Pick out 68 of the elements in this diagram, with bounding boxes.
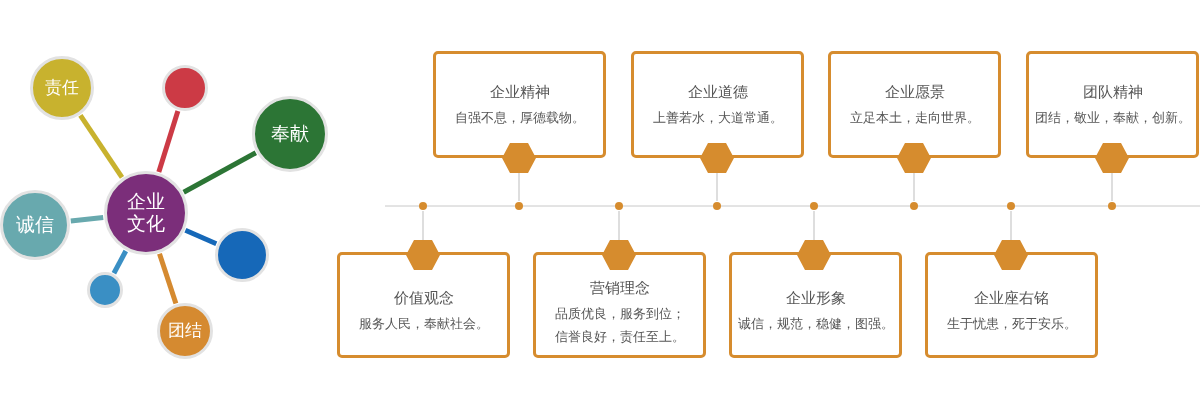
- hexagon-marker: [700, 143, 734, 173]
- topic-circle: [157, 303, 213, 359]
- spoke-line: [184, 227, 218, 247]
- card-title: 营销理念: [588, 278, 651, 298]
- info-card: [533, 252, 706, 358]
- circle: [162, 65, 208, 111]
- card-text: 服务人民，奉献社会。: [357, 315, 490, 333]
- info-card: [925, 252, 1098, 358]
- timeline-dot: [1108, 202, 1116, 210]
- hexagon-marker: [602, 240, 636, 270]
- timeline-dot: [615, 202, 623, 210]
- hub-circle: [104, 171, 188, 255]
- topic-circle: [252, 96, 328, 172]
- connector-line: [1111, 172, 1113, 202]
- info-card: [631, 51, 804, 158]
- info-card: [828, 51, 1001, 158]
- timeline-dot: [810, 202, 818, 210]
- timeline-dot: [713, 202, 721, 210]
- card-title: 企业精神: [488, 82, 551, 102]
- circle-label: 诚信: [16, 214, 54, 236]
- connector-line: [913, 172, 915, 202]
- info-card: [337, 252, 510, 358]
- timeline-dot: [515, 202, 523, 210]
- spoke-line: [111, 249, 128, 275]
- card-title: 企业道德: [686, 82, 749, 102]
- card-title: 团队精神: [1081, 82, 1144, 102]
- card-title: 价值观念: [392, 288, 455, 308]
- timeline-dot: [910, 202, 918, 210]
- connector-line: [618, 210, 620, 241]
- card-text: 自强不息，厚德载物。: [453, 109, 586, 127]
- hexagon-marker: [502, 143, 536, 173]
- spoke-line: [156, 110, 181, 173]
- circle: [215, 228, 269, 282]
- card-text: 生于忧患，死于安乐。: [945, 315, 1078, 333]
- spoke-line: [78, 114, 125, 179]
- timeline-dot: [419, 202, 427, 210]
- spoke-line: [157, 253, 179, 305]
- circle-label: 企业文化: [126, 191, 166, 235]
- spoke-line: [182, 150, 257, 195]
- card-text: 诚信，规范，稳健，图强。: [736, 315, 895, 333]
- circle-label: 团结: [168, 321, 202, 341]
- card-text: 上善若水，大道常通。: [651, 109, 784, 127]
- card-text: 品质优良，服务到位；信誉良好，责任至上。: [553, 305, 686, 346]
- connector-line: [1010, 210, 1012, 241]
- card-title: 企业座右铭: [973, 288, 1050, 308]
- hexagon-marker: [897, 143, 931, 173]
- circle: [87, 272, 123, 308]
- connector-line: [813, 210, 815, 241]
- circle-label: 奉献: [271, 123, 309, 145]
- timeline-dot: [1007, 202, 1015, 210]
- spoke-line: [70, 215, 104, 224]
- hexagon-marker: [1095, 143, 1129, 173]
- card-text: 团结，敬业，奉献，创新。: [1033, 109, 1192, 127]
- card-title: 企业形象: [784, 288, 847, 308]
- hexagon-marker: [406, 240, 440, 270]
- hexagon-marker: [994, 240, 1028, 270]
- topic-circle: [30, 56, 94, 120]
- info-card: [729, 252, 902, 358]
- connector-line: [518, 172, 520, 202]
- card-title: 企业愿景: [883, 82, 946, 102]
- circle-label: 责任: [45, 78, 79, 98]
- connector-line: [422, 210, 424, 241]
- card-text: 立足本土，走向世界。: [848, 109, 981, 127]
- connector-line: [716, 172, 718, 202]
- hexagon-marker: [797, 240, 831, 270]
- topic-circle: [0, 190, 70, 260]
- info-card: [433, 51, 606, 158]
- info-card: [1026, 51, 1199, 158]
